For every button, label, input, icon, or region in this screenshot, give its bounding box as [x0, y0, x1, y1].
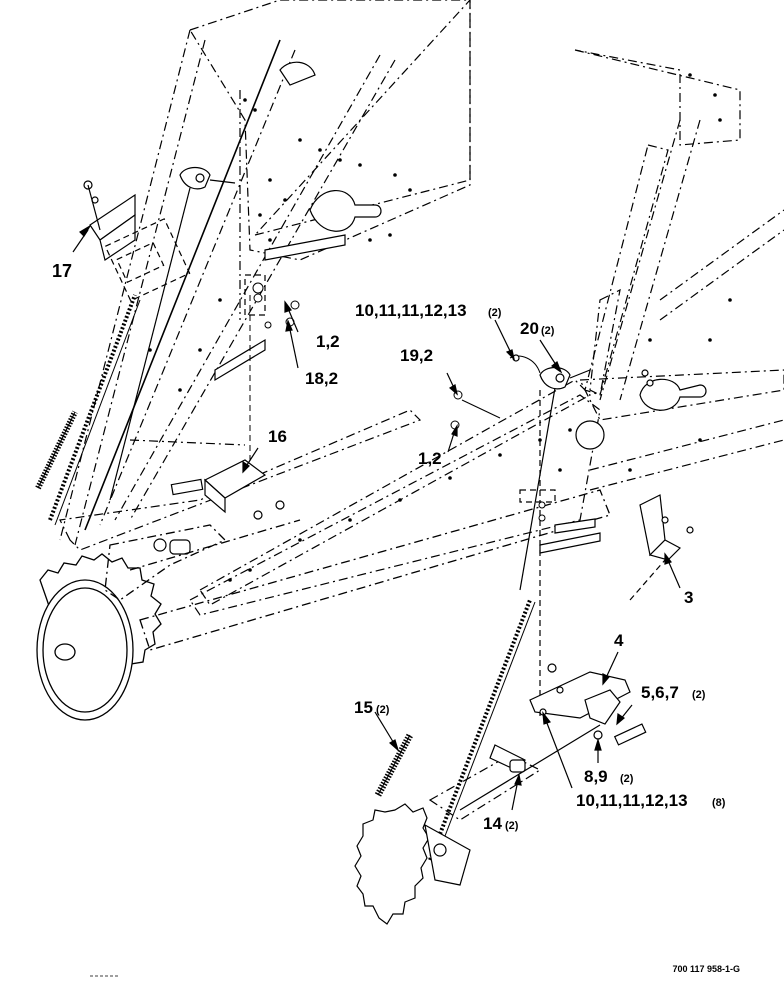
callout-1-2-lower: 1,2 [418, 449, 442, 468]
center-chain [428, 599, 536, 863]
callout-8-9: 8,9 (2) [584, 767, 634, 786]
callout-1-2-upper: 1,2 [316, 332, 340, 351]
callout-label: 5,6,7 [641, 683, 679, 702]
center-arm [189, 379, 601, 616]
callout-label: 19,2 [400, 346, 433, 365]
callout-19-2: 19,2 [400, 346, 433, 365]
figure-id: 700 117 958-1-G [672, 964, 740, 974]
callout-label: 10,11,11,12,13 [576, 791, 688, 810]
bracket-4 [529, 663, 647, 746]
callout-label: 17 [52, 261, 72, 281]
callout-14: 14 (2) [483, 814, 519, 833]
callout-5-6-7: 5,6,7 (2) [641, 683, 706, 702]
left-chain [48, 294, 141, 526]
right-upper-frame [574, 49, 784, 491]
callout-4: 4 [614, 631, 624, 650]
callout-17: 17 [52, 261, 72, 281]
callout-label: 15 [354, 698, 373, 717]
left-sprocket-wheel [36, 489, 611, 721]
callout-label: 1,2 [418, 449, 442, 468]
bracket-16 [153, 459, 285, 555]
callout-label: 16 [268, 427, 287, 446]
callout-10-11-11-12-13-bottom: 10,11,11,12,13 (8) [576, 791, 726, 810]
callout-20: 20 (2) [520, 319, 555, 338]
right-spring [374, 733, 414, 797]
callout-qty: (2) [505, 820, 519, 832]
latch-center [509, 354, 591, 720]
bracket-3 [629, 494, 694, 601]
callout-label: 8,9 [584, 767, 608, 786]
callout-qty: (8) [712, 797, 726, 809]
callout-15: 15 (2) [354, 698, 390, 717]
callout-qty: (2) [541, 325, 555, 337]
callout-qty: (2) [620, 773, 634, 785]
callout-label: 1,2 [316, 332, 340, 351]
right-sprocket-wheel [354, 724, 601, 925]
callout-qty: (2) [376, 704, 390, 716]
upper-left-frame [59, 0, 471, 551]
callout-qty: (2) [488, 307, 502, 319]
callout-label: 20 [520, 319, 539, 338]
callout-label: 14 [483, 814, 502, 833]
leader-lines [72, 225, 681, 811]
callout-label: 18,2 [305, 369, 338, 388]
callout-10-11-11-12-13-top: 10,11,11,12,13 (2) [355, 301, 502, 320]
latch-left [109, 166, 236, 501]
callout-3: 3 [684, 588, 693, 607]
callout-label: 3 [684, 588, 693, 607]
callout-label: 4 [614, 631, 624, 650]
callout-16: 16 [268, 427, 287, 446]
callout-label: 10,11,11,12,13 [355, 301, 467, 320]
callout-qty: (2) [692, 689, 706, 701]
callout-18-2: 18,2 [305, 369, 338, 388]
left-spring [35, 410, 78, 490]
